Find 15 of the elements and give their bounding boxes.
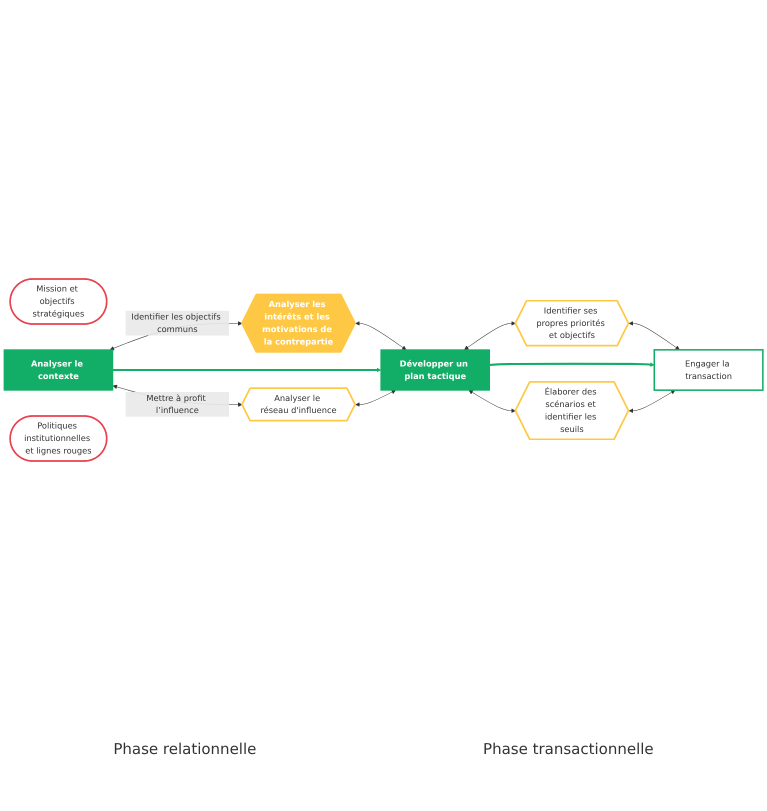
arrow [355,390,396,407]
arrow [468,390,516,414]
node-box: Développer un plan tactique [380,349,490,391]
arrow [489,362,654,367]
edge-label: Mettre à profit l’influence [146,393,206,416]
arrow [112,368,382,372]
arrow [628,321,680,350]
phase-label: Phase transactionnelle [483,740,654,758]
node-box: Engager la transaction [654,349,764,391]
arrow [355,321,406,350]
node-box: Analyser le contexte [4,349,114,391]
arrow [464,321,516,350]
arrow [628,390,676,414]
phase-label: Phase relationnelle [113,740,256,758]
edge-label: Identifier les objectifs communs [131,312,221,334]
